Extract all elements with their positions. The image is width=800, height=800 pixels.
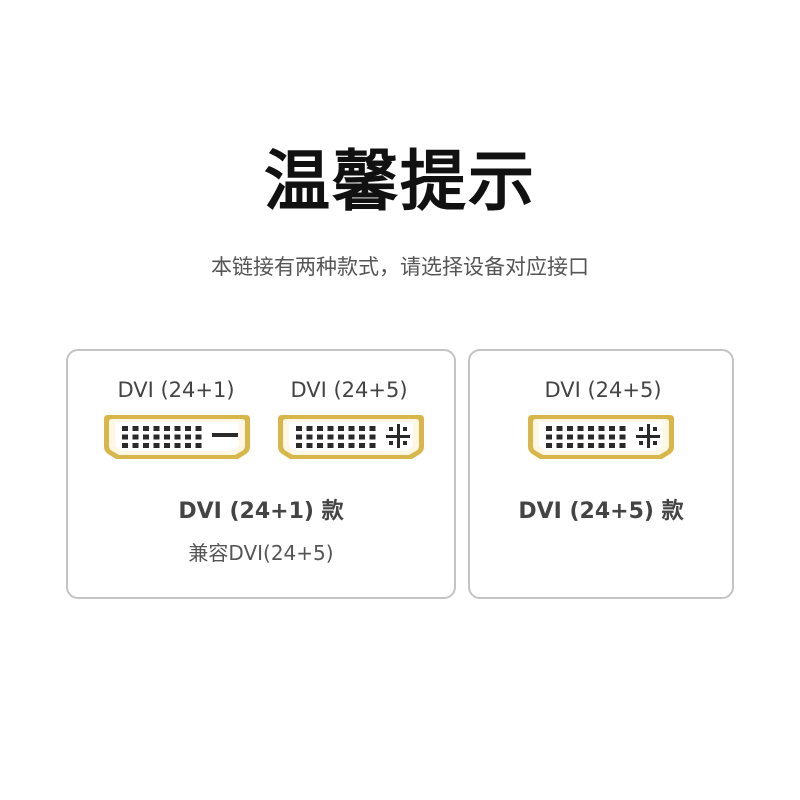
page-subtitle: 本链接有两种款式，请选择设备对应接口 bbox=[211, 255, 589, 279]
port-label-dvi-24-5: DVI (24+5) bbox=[290, 378, 408, 402]
card-title: DVI (24+5) 款 bbox=[518, 499, 684, 524]
port-label-dvi-24-5: DVI (24+5) bbox=[544, 378, 662, 402]
dvi-24-1-connector-icon bbox=[104, 415, 250, 459]
option-card-dvi-24-1[interactable]: DVI (24+1) DVI (24+5) DVI (24+1) 款 兼容DVI… bbox=[66, 349, 456, 599]
card-title: DVI (24+1) 款 bbox=[178, 499, 344, 524]
card-note: 兼容DVI(24+5) bbox=[188, 541, 334, 565]
option-card-dvi-24-5[interactable]: DVI (24+5) DVI (24+5) 款 bbox=[468, 349, 734, 599]
dvi-24-5-connector-icon bbox=[278, 415, 424, 459]
dvi-24-5-connector-icon bbox=[528, 415, 674, 459]
page-title: 温馨提示 bbox=[264, 143, 536, 220]
port-label-dvi-24-1: DVI (24+1) bbox=[117, 378, 235, 402]
